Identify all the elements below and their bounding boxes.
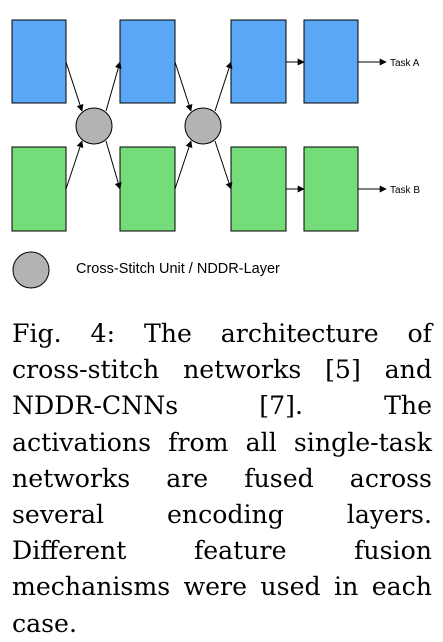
edge-unit-2-to-b3 [214, 140, 233, 190]
edge-a1-to-unit-1 [65, 61, 84, 112]
task-b-label: Task B [390, 185, 420, 196]
edge-b2-to-unit-2 [174, 140, 193, 190]
edge-unit-2-to-a3 [214, 61, 233, 112]
cross-stitch-unit-2 [184, 107, 222, 145]
edge-unit-1-to-b2 [105, 140, 122, 190]
edge-a2-to-unit-2 [174, 61, 193, 112]
task-a-layer-4 [303, 19, 359, 104]
legend-unit-icon [12, 251, 50, 289]
task-b-layer-3 [230, 146, 287, 232]
task-a-layer-3 [230, 19, 287, 104]
legend-label: Cross-Stitch Unit / NDDR-Layer [76, 261, 280, 277]
figure-caption: Fig. 4: The architecture of cross-stitch… [12, 319, 432, 638]
task-b-layer-1 [11, 146, 67, 232]
cross-stitch-unit-1 [75, 107, 113, 145]
edge-unit-1-to-a2 [105, 61, 122, 112]
task-a-label: Task A [390, 58, 420, 69]
task-a-layer-2 [119, 19, 176, 104]
architecture-diagram: Task A Task B [11, 19, 420, 289]
task-b-layer-2 [119, 146, 176, 232]
edge-b1-to-unit-1 [65, 140, 84, 190]
task-b-layer-4 [303, 146, 359, 232]
task-a-layer-1 [11, 19, 67, 104]
